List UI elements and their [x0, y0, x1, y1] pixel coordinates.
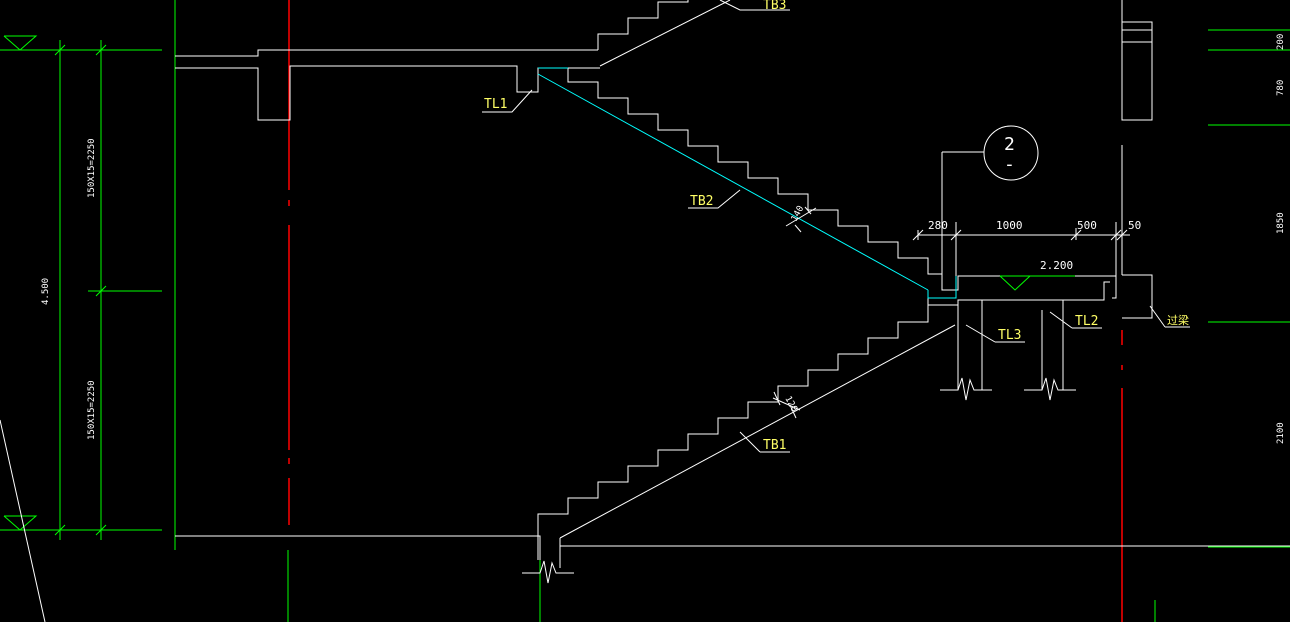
section-mark-number: 2 — [1004, 134, 1015, 155]
thickness-dim-marks — [772, 206, 817, 419]
label-tl2: TL2 — [1075, 314, 1098, 329]
left-dimension-ticks — [54, 44, 107, 536]
dim-right-780: 780 — [1276, 80, 1286, 96]
dim-right-1850: 1850 — [1276, 212, 1286, 234]
section-mark: 2 - — [983, 125, 1039, 181]
elevation-label: 2.200 — [1040, 259, 1073, 272]
section-circle-icon — [983, 125, 1039, 181]
level-marker-bottom-icon — [3, 515, 38, 531]
label-beam: 过梁 — [1167, 313, 1189, 327]
cyan-slab-line — [537, 67, 957, 299]
dim-left-upper: 150X15=2250 — [87, 138, 97, 198]
dim-top-500: 500 — [1077, 219, 1097, 232]
red-center-lines — [288, 0, 1123, 622]
label-tl1: TL1 — [484, 97, 507, 112]
dim-left-lower: 150X15=2250 — [87, 380, 97, 440]
label-tl3: TL3 — [998, 328, 1021, 343]
label-tb3: TB3 — [763, 0, 786, 13]
elevation-marker-icon — [999, 275, 1075, 291]
break-symbols — [522, 377, 1076, 584]
slab-thickness-upper: 140 — [790, 204, 806, 223]
level-marker-top-icon — [3, 35, 38, 51]
dim-right-2100: 2100 — [1276, 422, 1286, 444]
dim-right-200: 200 — [1276, 34, 1286, 50]
label-leaders — [482, 0, 1190, 453]
label-tb2: TB2 — [690, 194, 713, 209]
label-tb1: TB1 — [763, 438, 786, 453]
dim-top-280: 280 — [928, 219, 948, 232]
section-mark-line: - — [1004, 154, 1015, 175]
dim-top-1000: 1000 — [996, 219, 1023, 232]
top-dimension-line — [912, 222, 1130, 276]
dim-top-50: 50 — [1128, 219, 1141, 232]
dim-left-total: 4.500 — [41, 278, 51, 305]
